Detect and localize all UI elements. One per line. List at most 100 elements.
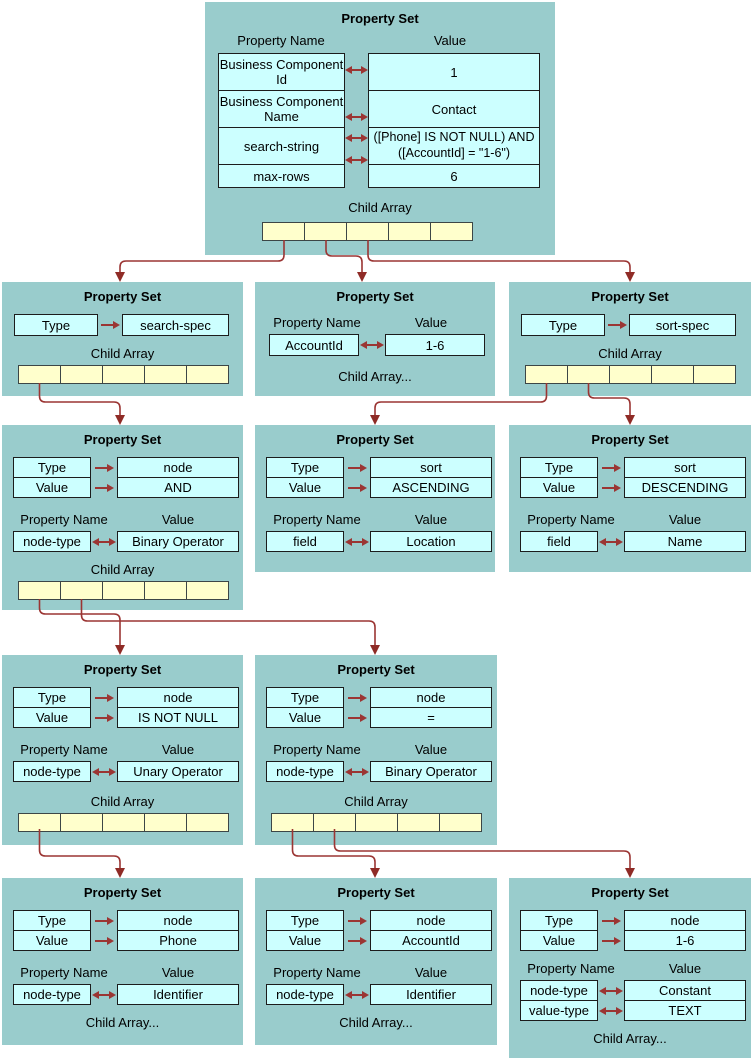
property-name-cell: Type xyxy=(13,687,91,708)
property-name-cell: node-type xyxy=(13,761,91,782)
property-set-accountid-filter: Property Set Property Name Value Account… xyxy=(255,282,495,396)
child-array-label: Child Array... xyxy=(339,1015,413,1030)
property-name-cell: AccountId xyxy=(269,334,359,356)
column-headers: Property Name Value xyxy=(509,961,751,976)
arrow-right-icon xyxy=(91,693,117,702)
arrow-right-icon xyxy=(91,936,117,945)
column-headers: Property Name Value xyxy=(2,742,243,757)
box-title: Property Set xyxy=(336,432,414,447)
property-value-cell: Binary Operator xyxy=(370,761,492,782)
property-name-cell: Type xyxy=(520,457,598,478)
property-value-cell: = xyxy=(370,707,492,728)
child-array-cell xyxy=(397,813,440,832)
child-array-cell xyxy=(144,365,187,384)
property-value-cell: 1 xyxy=(368,53,540,91)
arrow-both-icon xyxy=(345,156,368,164)
value-header: Value xyxy=(414,742,448,757)
property-name-cell: field xyxy=(266,531,344,552)
child-array-cell xyxy=(693,365,736,384)
child-array-cell xyxy=(18,365,61,384)
property-name-cell: Type xyxy=(266,910,344,931)
column-headers: Property Name Value xyxy=(2,512,243,527)
property-name-cell: Value xyxy=(13,477,91,498)
child-array-label: Child Array... xyxy=(593,1031,667,1046)
child-array-cell xyxy=(430,222,473,241)
value-header: Value xyxy=(668,961,702,976)
child-array xyxy=(18,813,243,832)
arrow-both-icon xyxy=(345,66,368,74)
property-name-column: Business Component Id Business Component… xyxy=(218,53,345,188)
child-array-cell xyxy=(313,813,356,832)
child-array-cell xyxy=(60,813,103,832)
child-array-cell xyxy=(102,365,145,384)
child-array-cell xyxy=(651,365,694,384)
arrow-right-icon xyxy=(598,936,624,945)
arrow-both-icon xyxy=(598,537,624,546)
property-name-header: Property Name xyxy=(237,33,325,48)
property-set-sort-spec: Property Set Type sort-spec Child Array xyxy=(509,282,751,396)
arrow-right-icon xyxy=(91,483,117,492)
arrow-both-icon xyxy=(598,1006,624,1015)
property-set-accountid-node: Property Set Type node Value AccountId P… xyxy=(255,878,497,1045)
property-value-cell: sort xyxy=(624,457,746,478)
property-value-cell: node xyxy=(624,910,746,931)
value-column: 1 Contact ([Phone] IS NOT NULL) AND ([Ac… xyxy=(368,53,540,188)
property-set-phone-node: Property Set Type node Value Phone Prope… xyxy=(2,878,243,1045)
child-array-cell xyxy=(262,222,305,241)
property-value-cell: Location xyxy=(370,531,492,552)
property-name-header: Property Name xyxy=(527,961,615,976)
box-title: Property Set xyxy=(83,289,162,304)
box-title: Property Set xyxy=(336,289,414,304)
arrow-right-icon xyxy=(598,463,624,472)
property-name-cell: node-type xyxy=(266,761,344,782)
column-headers: Property Name Value xyxy=(255,742,497,757)
child-array-label: Child Array xyxy=(90,562,155,577)
arrow-both-icon xyxy=(91,767,117,776)
property-name-cell: Value xyxy=(266,477,344,498)
column-headers: Property Name Value xyxy=(205,33,555,48)
property-name-cell: search-string xyxy=(218,127,345,165)
property-name-cell: Type xyxy=(521,314,605,336)
property-name-cell: Value xyxy=(266,707,344,728)
arrow-right-icon xyxy=(91,713,117,722)
property-name-header: Property Name xyxy=(273,742,361,757)
property-name-cell: Type xyxy=(13,457,91,478)
property-name-cell: Type xyxy=(520,910,598,931)
child-array xyxy=(18,581,243,600)
child-array-cell xyxy=(186,365,229,384)
child-array-cell xyxy=(271,813,314,832)
value-header: Value xyxy=(414,512,448,527)
box-title: Property Set xyxy=(591,885,669,900)
property-value-cell: node xyxy=(117,910,239,931)
property-value-cell: TEXT xyxy=(624,1000,746,1021)
property-name-header: Property Name xyxy=(273,315,361,330)
property-value-cell: node xyxy=(370,910,492,931)
child-array-label: Child Array xyxy=(90,346,155,361)
property-name-cell: Business Component Id xyxy=(218,53,345,91)
property-value-cell: node xyxy=(370,687,492,708)
box-title: Property Set xyxy=(341,11,419,26)
box-title: Property Set xyxy=(337,662,415,677)
property-value-cell: Name xyxy=(624,531,746,552)
property-name-cell: Value xyxy=(520,930,598,951)
arrow-right-icon xyxy=(344,483,370,492)
value-header: Value xyxy=(161,512,195,527)
property-name-cell: Type xyxy=(14,314,98,336)
property-name-cell: Type xyxy=(266,457,344,478)
column-headers: Property Name Value xyxy=(509,512,751,527)
arrow-both-icon xyxy=(345,113,368,121)
value-header: Value xyxy=(414,315,448,330)
property-set-sort-ascending: Property Set Type sort Value ASCENDING P… xyxy=(255,425,495,572)
arrow-right-icon xyxy=(91,463,117,472)
child-array-cell xyxy=(567,365,610,384)
property-name-header: Property Name xyxy=(527,512,615,527)
child-array xyxy=(262,222,555,241)
property-value-cell: sort xyxy=(370,457,492,478)
property-name-cell: Business Component Name xyxy=(218,90,345,128)
property-name-cell: field xyxy=(520,531,598,552)
property-name-header: Property Name xyxy=(273,512,361,527)
arrow-right-icon xyxy=(98,321,122,329)
box-title: Property Set xyxy=(591,432,669,447)
property-name-cell: node-type xyxy=(13,531,91,552)
arrow-right-icon xyxy=(605,321,629,329)
